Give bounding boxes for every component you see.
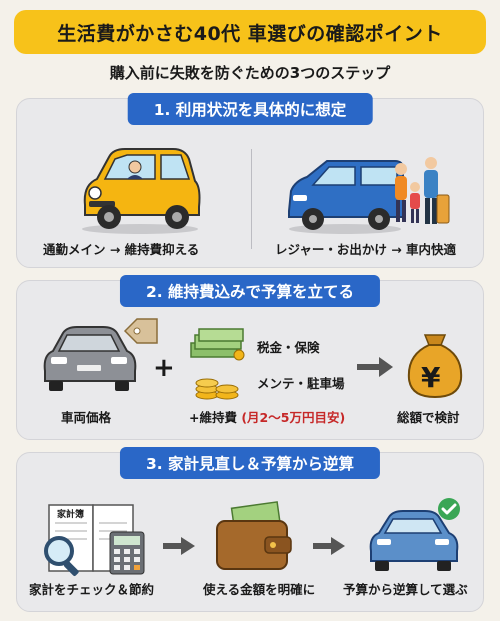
minivan-icon [288, 160, 404, 234]
family-icon [395, 157, 450, 224]
step3-caption-1: 家計をチェック＆節約 [29, 582, 155, 597]
ledger-label: 家計簿 [57, 510, 85, 520]
calculator-icon [109, 531, 145, 575]
magnifier-icon [44, 536, 79, 576]
step2-panel: 2. 維持費込みで予算を立てる 車両価格 + 税金・保険 メンテ・駐車場 +維持… [16, 275, 484, 440]
step2-total-caption: 総額で検討 [397, 410, 460, 425]
upkeep-caption: +維持費 (月2〜5万円目安) [189, 407, 345, 426]
arrow-right-icon [357, 357, 393, 377]
step3-caption-3: 予算から逆算して選ぶ [343, 582, 468, 597]
page-title-text: 生活費がかさむ40代 車選びの確認ポイント [57, 22, 443, 45]
step1-left-caption: 通勤メイン → 維持費抑える [43, 242, 200, 257]
step3-heading: 3. 家計見直し＆予算から逆算 [119, 447, 381, 479]
step1-right-caption: レジャー・お出かけ → 車内快適 [275, 242, 457, 257]
upkeep-prefix: +維持費 [189, 410, 237, 425]
sedan-car-icon [43, 326, 137, 391]
step1-heading: 1. 利用状況を具体的に想定 [127, 93, 373, 125]
step3-panel: 3. 家計見直し＆予算から逆算 家計簿 家計をチェック＆節約 使える金額を明確に [16, 447, 484, 612]
maintenance-parking-label: メンテ・駐車場 [257, 376, 345, 391]
step2-heading: 2. 維持費込みで予算を立てる [119, 275, 381, 307]
compact-car-icon [82, 148, 201, 234]
step2-car-caption: 車両価格 [61, 410, 112, 425]
cash-stack-icon [190, 328, 245, 361]
arrow-right-icon [163, 537, 195, 555]
selected-car-icon [369, 510, 459, 571]
wallet-icon [216, 501, 292, 570]
step1-panel: 1. 利用状況を具体的に想定 通勤メイン → 維持費抑える レジャー・お出かけ … [16, 93, 484, 268]
page-subtitle: 購入前に失敗を防ぐための3つのステップ [109, 64, 391, 82]
check-circle-icon [438, 498, 460, 520]
plus-sign: + [153, 353, 175, 383]
yen-symbol: ¥ [421, 361, 441, 394]
coin-stack-icon [195, 378, 239, 400]
arrow-right-icon [313, 537, 345, 555]
price-tag-icon [123, 318, 158, 344]
step3-caption-2: 使える金額を明確に [203, 582, 316, 597]
upkeep-note: (月2〜5万円目安) [241, 410, 346, 425]
tax-insurance-label: 税金・保険 [257, 340, 320, 355]
page-title: 生活費がかさむ40代 車選びの確認ポイント [14, 10, 486, 54]
money-bag-icon [407, 334, 463, 399]
step1-divider [251, 149, 252, 249]
